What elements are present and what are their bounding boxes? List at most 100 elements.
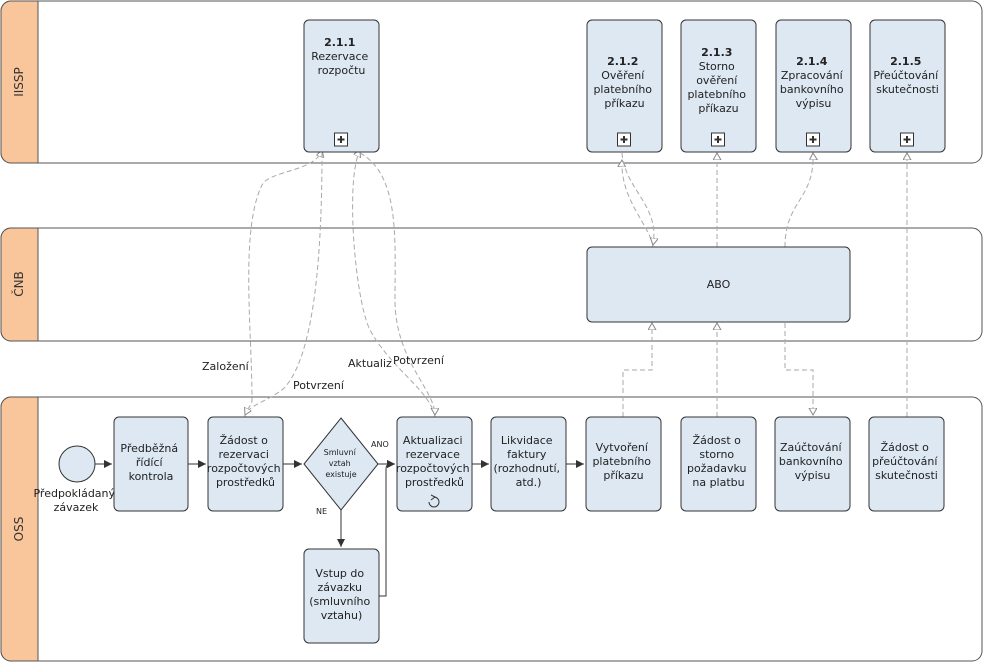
gateway-no-label: NE [316,507,327,516]
svg-text:Předpokládaný závazek: Předpokládaný závazek [33,487,118,514]
task-line: Žádost o [693,434,742,447]
message-flows [244,150,907,418]
lane-oss-header [0,396,39,662]
task-2-1-2-line: platebního [593,83,652,96]
message-flow-potvrzeni-2 [359,152,435,415]
gateway-yes-label: ANO [371,440,389,449]
message-flow-zalozeni [244,150,322,418]
svg-text:Žádost o přeúčtování: Žádost o přeúčtování skutečnosti [872,441,941,482]
task-line: kontrola [129,470,174,483]
svg-text:Vstup do závazku (: Vstup do závazku (smluvního vztahu) [309,567,374,622]
lane-cnb-label: ČNB [11,271,26,297]
task-predbezna-kontrola[interactable]: Předběžná řídící kontrola [113,416,189,512]
sequence-flows [95,460,584,597]
task-line: řídící [136,456,164,469]
task-2-1-3-line: Storno [699,60,735,73]
task-zadost-preuctovani[interactable]: Žádost o přeúčtování skutečnosti [868,416,945,512]
gateway-label: existuje [325,470,356,479]
task-2-1-1[interactable]: 2.1.1 Rezervace rozpočtu [303,19,380,153]
task-line: požadavku [687,462,746,475]
task-2-1-5-number: 2.1.5 [890,55,921,68]
task-2-1-5-line: Přeúčtování [873,69,939,82]
subprocess-expand-icon[interactable] [334,132,348,147]
message-flow-abo-212 [622,160,654,248]
task-2-1-4-line: Zpracování [781,69,844,82]
task-2-1-1-line: Rezervace [311,50,368,63]
task-likvidace-faktury[interactable]: Likvidace faktury (rozhodnutí, atd.) [490,416,567,512]
svg-text:Zaúčtování bankovního: Zaúčtování bankovního výpisu [779,441,846,482]
task-line: (smluvního [309,595,370,608]
label-potvrzeni-2: Potvrzení [393,354,445,367]
svg-text:2.1.4 Zpracování b: 2.1.4 Zpracování bankovního výpisu [780,55,847,110]
task-zadost-storno[interactable]: Žádost o storno požadavku na platbu [680,416,757,512]
gateway-label: Smluvní [324,448,357,457]
task-2-1-2-line: příkazu [604,97,644,110]
message-flow-aktualiz [352,150,436,418]
task-line: Zaúčtování [780,441,843,454]
task-2-1-5-line: skutečnosti [876,83,939,96]
task-2-1-3[interactable]: 2.1.3 Storno ověření platebního příkazu [680,19,757,153]
task-line: Žádost o [881,441,930,454]
task-line: rozpočtových [207,462,281,475]
subprocess-expand-icon[interactable] [806,132,820,147]
gateway-label: vztah [329,459,351,468]
lane-oss-label: OSS [12,517,26,542]
start-event[interactable]: Předpokládaný závazek [33,445,118,514]
task-line: přeúčtování [872,455,938,468]
task-2-1-2-line: Ověření [601,69,645,82]
task-abo[interactable]: ABO [586,246,851,323]
task-line: platebního [592,455,651,468]
svg-text:2.1.2 Ověření plat: 2.1.2 Ověření platebního příkazu [593,55,655,110]
task-2-1-5[interactable]: 2.1.5 Přeúčtování skutečnosti [869,19,946,153]
task-2-1-4-line: bankovního [780,83,844,96]
task-2-1-1-line: rozpočtu [318,64,366,77]
svg-text:Žádost o rezervaci: Žádost o rezervaci rozpočtových prostřed… [207,434,284,489]
task-zadost-rezervace[interactable]: Žádost o rezervaci rozpočtových prostřed… [207,416,284,512]
task-line: Vstup do [315,567,364,580]
task-line: na platbu [692,476,744,489]
task-aktualizace-rezervace[interactable]: Aktualizaci rezervace rozpočtových prost… [396,416,473,512]
svg-text:2.1.3 Storno ověře: 2.1.3 Storno ověření platebního příkazu [687,46,749,115]
svg-text:Smluvní vztah exis: Smluvní vztah existuje [324,448,359,479]
lane-cnb-header [0,227,39,342]
task-line: bankovního [779,455,843,468]
message-flow-potvrzeni-1 [245,152,323,415]
task-line: Aktualizaci [403,434,463,447]
subprocess-expand-icon[interactable] [900,132,914,147]
task-line: rezervaci [219,448,269,461]
svg-text:Likvidace faktury: Likvidace faktury (rozhodnutí, atd.) [493,434,563,489]
task-line: storno [699,448,734,461]
task-zauctovani-vypisu[interactable]: Zaúčtování bankovního výpisu [774,416,851,512]
message-flow-abo-214 [784,153,813,248]
lane-iissp-label: IISSP [12,67,26,97]
task-2-1-4[interactable]: 2.1.4 Zpracování bankovního výpisu [775,19,852,153]
task-vstup-do-zavazku[interactable]: Vstup do závazku (smluvního vztahu) [303,548,380,644]
task-line: atd.) [516,476,542,489]
task-line: Předběžná [120,442,178,455]
sequence-flow [379,460,395,597]
svg-text:Žádost o storno po: Žádost o storno požadavku na platbu [687,434,750,489]
task-2-1-1-number: 2.1.1 [324,36,355,49]
task-line: vztahu) [321,609,363,622]
subprocess-expand-icon[interactable] [617,132,631,147]
label-zalozeni: Založení [202,360,250,373]
task-line: prostředků [405,476,464,489]
subprocess-expand-icon[interactable] [711,132,725,147]
task-line: skutečnosti [875,469,938,482]
task-line: příkazu [603,469,643,482]
task-line: faktury [507,448,547,461]
task-line: Vytvoření [596,441,649,454]
task-2-1-3-line: ověření [696,74,738,87]
task-2-1-2[interactable]: 2.1.2 Ověření platebního příkazu [586,19,663,153]
task-2-1-4-line: výpisu [796,97,832,110]
svg-text:Předběžná řídící k: Předběžná řídící kontrola [120,442,181,483]
task-vytvoreni-prikazu[interactable]: Vytvoření platebního příkazu [585,416,662,512]
message-flow-212-abo [621,152,654,245]
task-2-1-2-number: 2.1.2 [607,55,638,68]
task-line: závazku [317,581,362,594]
svg-text:2.1.5 Přeúčtování: 2.1.5 Přeúčtování skutečnosti [873,55,941,96]
task-line: Likvidace [501,434,553,447]
label-potvrzeni-1: Potvrzení [293,379,345,392]
lane-iissp-header [0,0,39,164]
